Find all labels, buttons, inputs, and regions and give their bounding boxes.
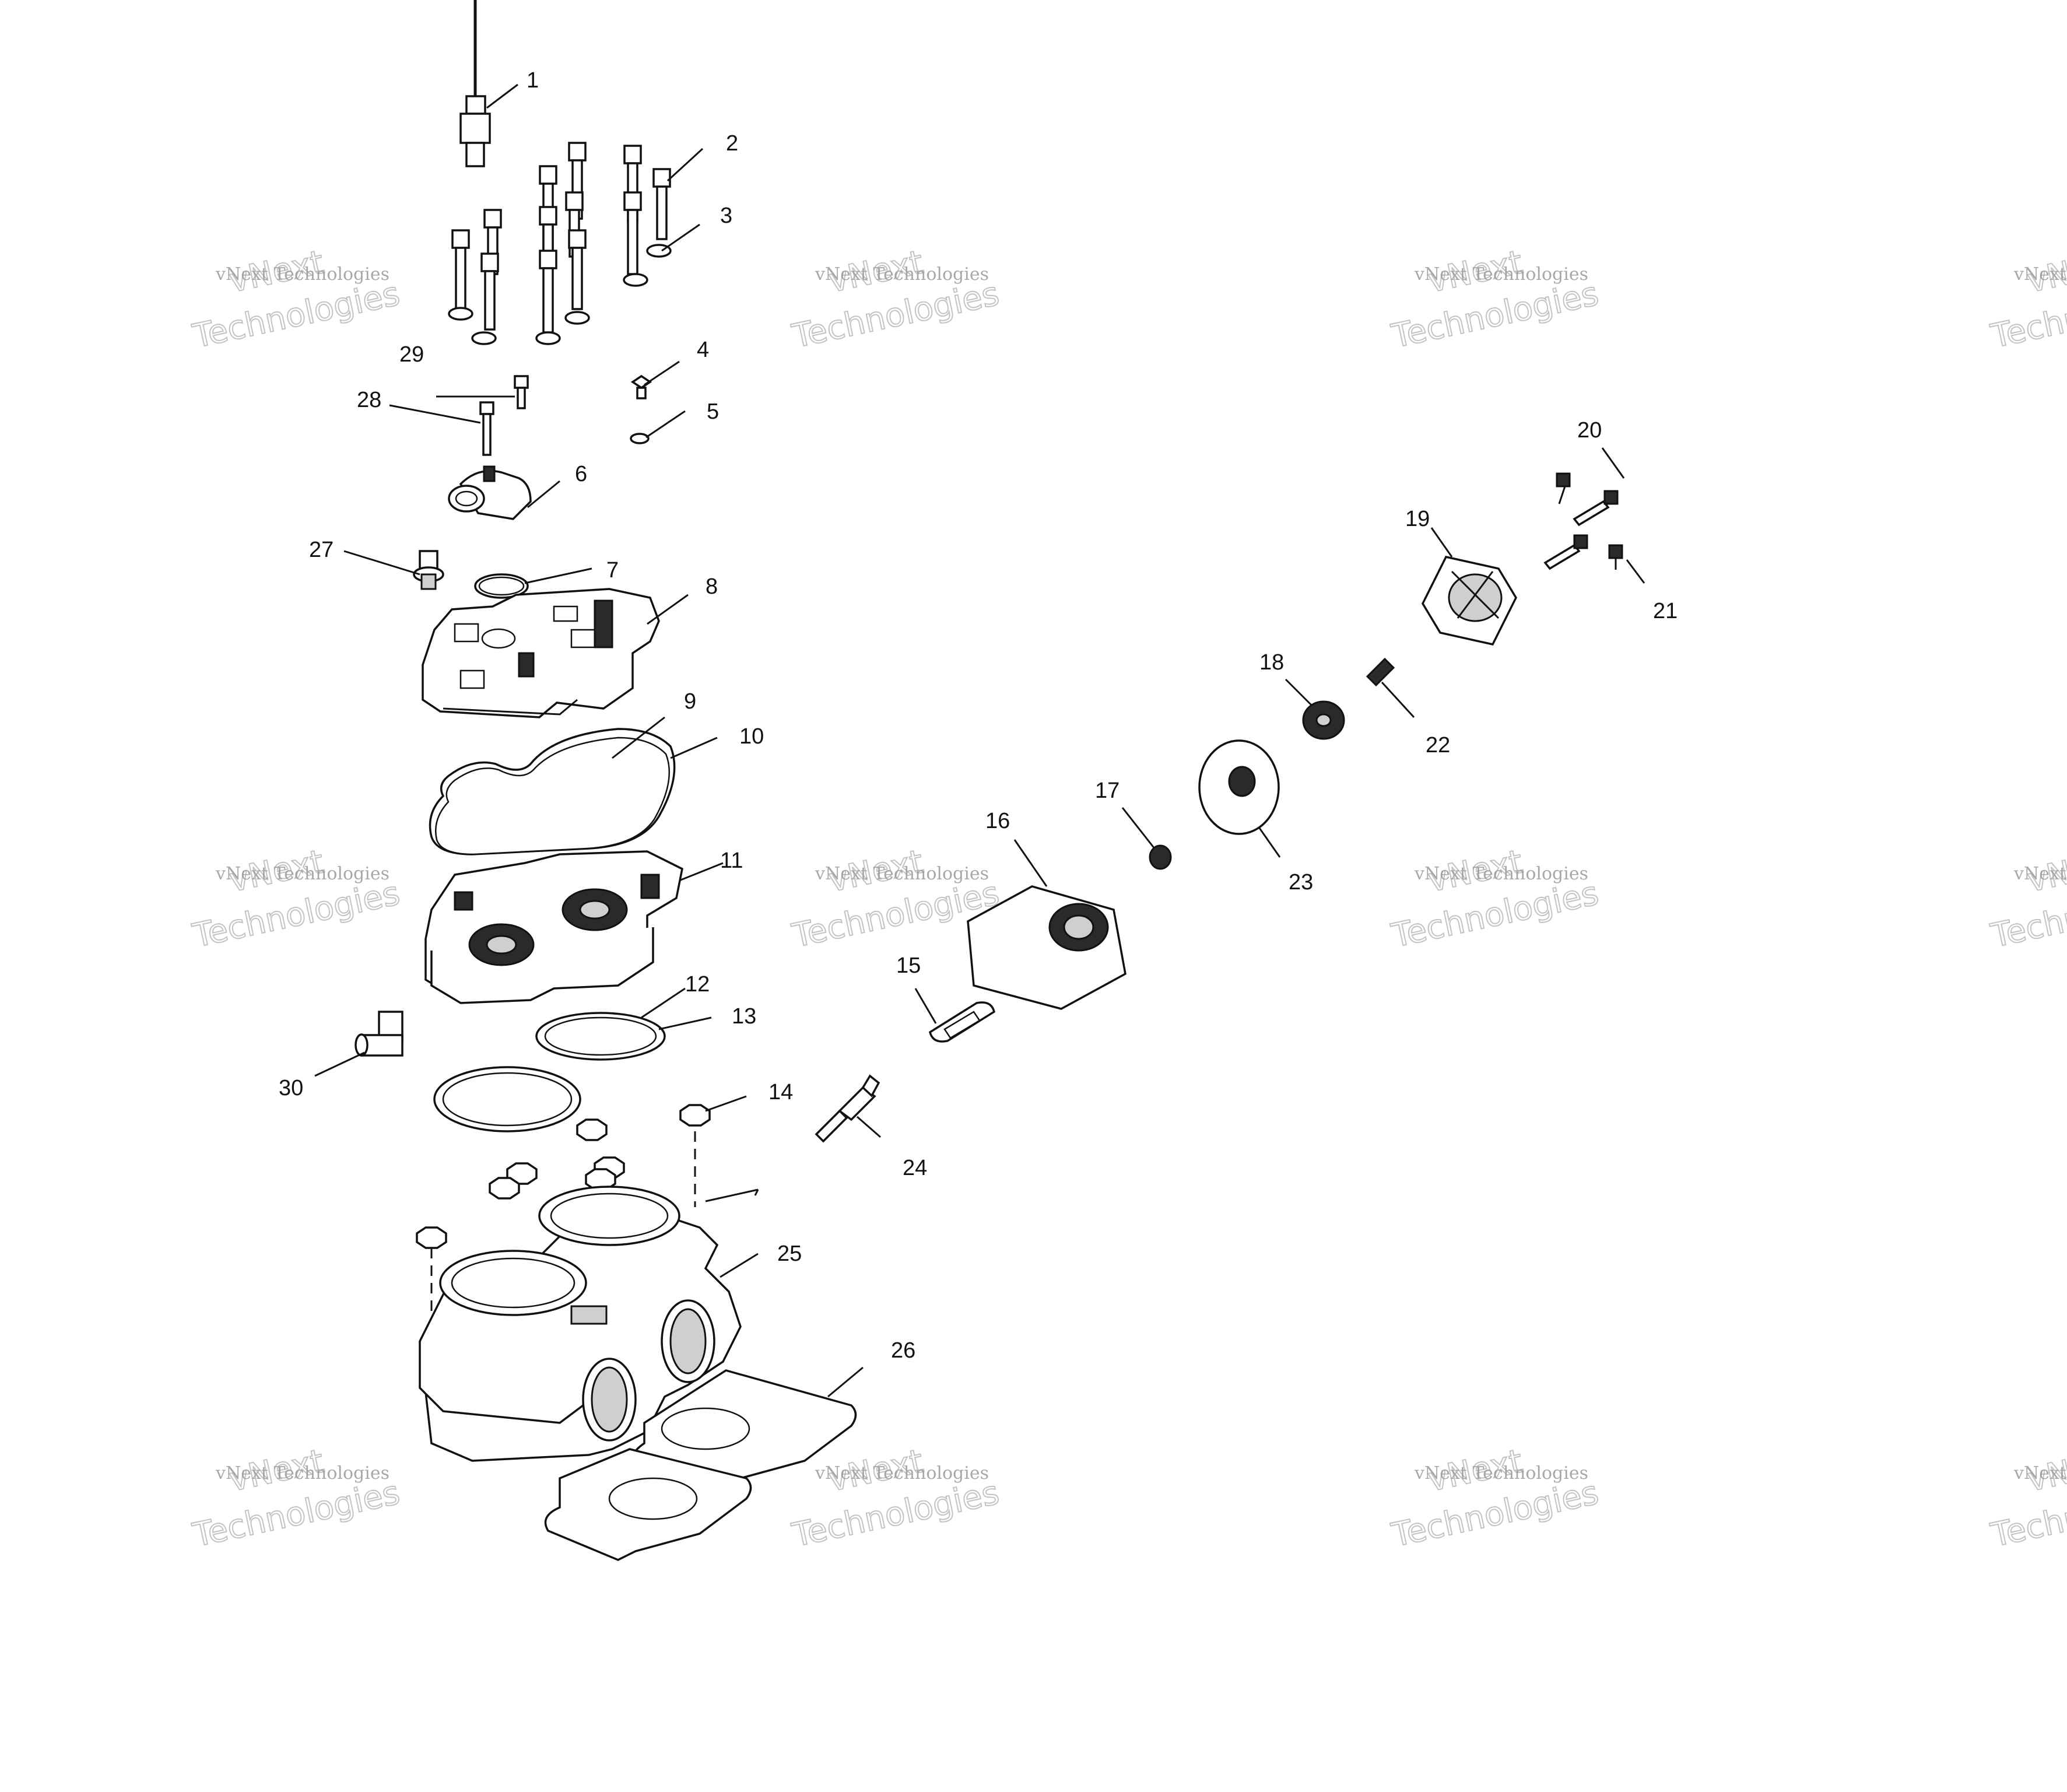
watermark: vNext vNext Technologies Technologies <box>1987 842 2067 956</box>
callout-14: 14 <box>768 1080 793 1104</box>
watermark-text: vNext Technologies <box>2013 864 2067 884</box>
part-2-head-bolts <box>451 142 671 334</box>
watermark-text: vNext Technologies <box>1414 864 1588 884</box>
callout-21: 21 <box>1653 599 1678 623</box>
callout-30: 30 <box>279 1076 303 1100</box>
part-21-screw <box>1608 544 1623 570</box>
part-20-screws <box>1543 472 1619 570</box>
watermark-text: vNext Technologies <box>1414 264 1588 285</box>
callout-16: 16 <box>985 809 1010 833</box>
watermark-text: Technologies <box>789 1474 1002 1555</box>
watermark-text: Technologies <box>1388 275 1602 356</box>
watermark: vNext vNext Technologies Technologies <box>189 842 403 956</box>
part-8-head-cover <box>422 588 660 718</box>
watermark-text: Technologies <box>789 275 1002 356</box>
callout-5: 5 <box>707 399 719 424</box>
part-27-thermostat <box>413 550 444 590</box>
watermark-text: Technologies <box>189 1474 403 1555</box>
callout-6: 6 <box>575 462 587 486</box>
part-1-sensor <box>459 0 491 167</box>
callout-7: 7 <box>606 558 619 583</box>
callout-11: 11 <box>720 848 743 873</box>
watermark-text: vNext Technologies <box>2013 1463 2067 1484</box>
watermark-text: vNext Technologies <box>215 864 389 884</box>
part-6-thermostat-housing <box>448 465 532 520</box>
watermark-text: Technologies <box>1388 874 1602 955</box>
watermark: vNext vNext Technologies Technologies <box>1388 243 1602 356</box>
watermark-text: vNext Technologies <box>215 264 389 285</box>
part-26-base-gaskets <box>544 1369 857 1561</box>
callout-10: 10 <box>739 724 764 749</box>
watermark: vNext vNext Technologies Technologies <box>1388 842 1602 956</box>
part-5-washer <box>630 433 650 444</box>
callout-15: 15 <box>896 953 921 978</box>
watermark-text: Technologies <box>1388 1474 1602 1555</box>
watermark-text: vNext Technologies <box>215 1463 389 1484</box>
part-23-diaphragm <box>1198 739 1280 835</box>
callout-9: 9 <box>684 689 696 714</box>
watermark: vNext vNext Technologies Technologies <box>1987 1442 2067 1555</box>
part-7-o-ring <box>474 573 529 599</box>
callout-18: 18 <box>1259 650 1284 675</box>
watermark: vNext vNext Technologies Technologies <box>1388 1442 1602 1555</box>
part-10-seal <box>429 728 676 855</box>
part-29-bolt <box>514 375 529 409</box>
callout-27: 27 <box>309 538 334 562</box>
part-28-bolt <box>479 401 494 456</box>
part-25-cylinder-block <box>419 1186 742 1462</box>
callout-26: 26 <box>891 1338 915 1363</box>
callout-22: 22 <box>1426 733 1450 758</box>
callout-3: 3 <box>720 204 732 228</box>
callout-29: 29 <box>399 342 424 367</box>
callout-13: 13 <box>732 1004 756 1029</box>
part-15-gasket <box>928 1001 996 1043</box>
callout-25: 25 <box>777 1242 802 1266</box>
watermark-text: Technologies <box>189 275 403 356</box>
callout-24: 24 <box>903 1156 927 1180</box>
callout-labels: 1 2 3 4 5 6 7 8 9 10 11 12 13 14 15 16 1… <box>279 68 1678 1363</box>
part-22-spring <box>1366 657 1395 687</box>
part-17-washer <box>1149 844 1172 870</box>
watermark: vNext vNext Technologies Technologies <box>788 1442 1003 1555</box>
watermark-text: vNext Technologies <box>1414 1463 1588 1484</box>
watermark-text: vNext Technologies <box>815 864 989 884</box>
callout-28: 28 <box>357 388 381 412</box>
callout-19: 19 <box>1405 507 1430 531</box>
part-11-cylinder-head <box>424 850 683 1004</box>
callout-12: 12 <box>685 972 710 997</box>
part-16-plate <box>967 885 1127 1010</box>
callout-17: 17 <box>1095 778 1120 803</box>
watermark-text: vNext Technologies <box>815 264 989 285</box>
part-4-fitting <box>630 374 652 399</box>
callout-4: 4 <box>697 338 709 362</box>
callout-1: 1 <box>527 68 539 93</box>
watermark-text: vNext Technologies <box>2013 264 2067 285</box>
part-13-gasket <box>433 1066 581 1132</box>
part-19-cover <box>1422 555 1517 646</box>
part-12-o-ring <box>535 1012 666 1061</box>
part-3-washers <box>448 244 672 345</box>
watermark: vNext vNext Technologies Technologies <box>189 243 403 356</box>
callout-8: 8 <box>706 574 718 599</box>
part-30-elbow <box>355 1011 403 1057</box>
part-14-nuts <box>416 1104 711 1335</box>
watermark: vNext vNext Technologies Technologies <box>189 1442 403 1555</box>
leader-lines <box>314 83 1645 1398</box>
callout-20: 20 <box>1577 418 1602 443</box>
watermark: vNext vNext Technologies Technologies <box>788 243 1003 356</box>
callout-2: 2 <box>726 131 738 156</box>
callout-23: 23 <box>1289 870 1313 895</box>
watermark-text: Technologies <box>189 874 403 955</box>
part-24-nipple <box>815 1074 880 1143</box>
watermark-text: vNext Technologies <box>815 1463 989 1484</box>
part-18-disk <box>1302 700 1345 740</box>
watermark: vNext vNext Technologies Technologies <box>1987 243 2067 356</box>
